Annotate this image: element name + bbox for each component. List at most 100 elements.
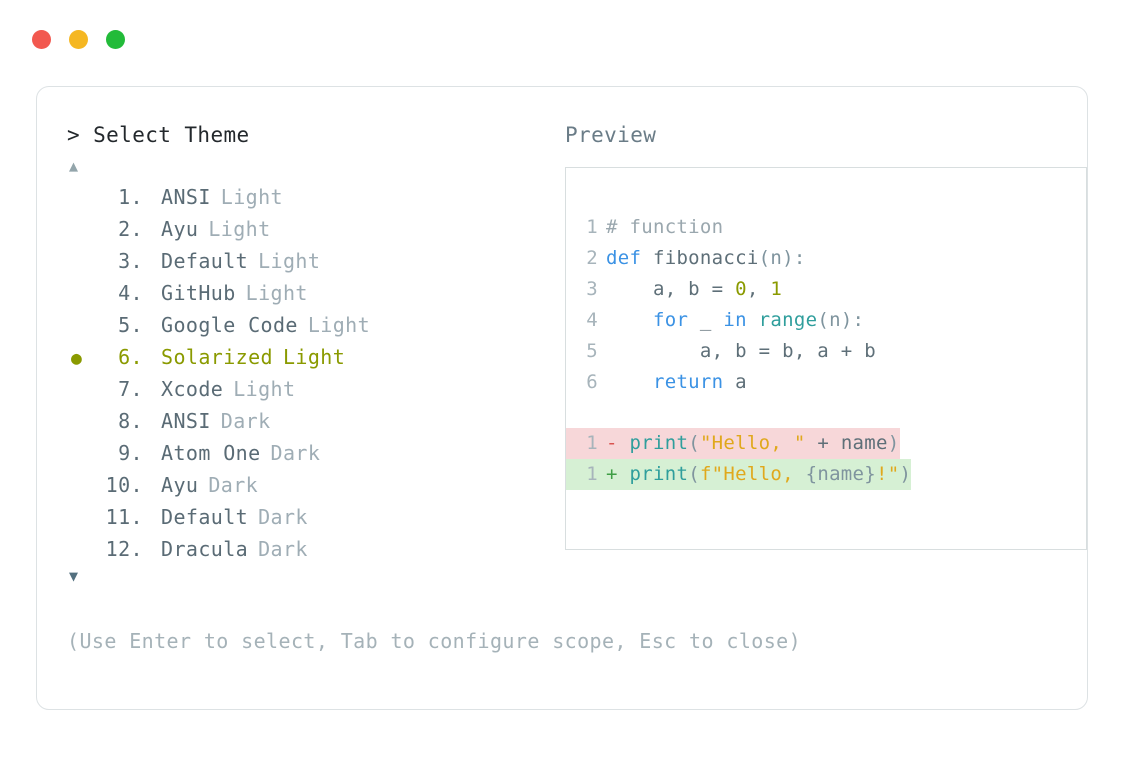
code-token: (: [688, 463, 700, 485]
code-token: a: [723, 371, 747, 393]
code-token: 1: [770, 278, 783, 300]
selected-bullet-icon: [67, 311, 97, 343]
theme-item-name: Atom One: [161, 441, 261, 465]
page-title: > Select Theme: [67, 123, 250, 147]
code-token: for: [652, 309, 689, 331]
theme-item-gap: [143, 309, 161, 341]
selected-bullet-icon: [67, 439, 97, 471]
code-token: f"Hello,: [699, 463, 806, 485]
theme-item-index: 9.: [118, 441, 143, 465]
code-token: a, b = b, a + b: [606, 340, 876, 362]
theme-item-variant: Dark: [220, 409, 271, 433]
line-number: 1: [586, 432, 598, 454]
code-token: !": [876, 463, 900, 485]
diff-sign: +: [606, 463, 630, 485]
theme-item-name: ANSI: [161, 185, 211, 209]
line-number: 6: [586, 371, 598, 393]
theme-item-name: Default: [161, 505, 249, 529]
window-titlebar: [32, 30, 125, 49]
code-token: range: [758, 309, 818, 331]
code-token: ): [899, 463, 912, 485]
theme-item-gap: [143, 437, 161, 469]
theme-item-gap: [143, 469, 161, 501]
theme-item-name: Solarized: [161, 345, 273, 369]
line-number: 2: [586, 247, 598, 269]
theme-item-variant: Light: [245, 281, 308, 305]
selected-bullet-icon: [67, 215, 97, 247]
selected-bullet-icon: [67, 535, 97, 567]
theme-item-gap: [143, 501, 161, 533]
code-token: print: [629, 432, 689, 454]
code-token: a, b =: [606, 278, 736, 300]
theme-list-item[interactable]: 12. Dracula Dark: [67, 533, 537, 565]
theme-item-name: Google Code: [161, 313, 298, 337]
theme-item-variant: Dark: [270, 441, 321, 465]
code-token: 0: [735, 278, 747, 300]
theme-item-name: Xcode: [161, 377, 224, 401]
selected-bullet-icon: [67, 279, 97, 311]
theme-item-name: Ayu: [161, 473, 199, 497]
theme-list-item[interactable]: ● 6. Solarized Light: [67, 341, 537, 373]
code-token: (n):: [758, 247, 806, 269]
selected-bullet-icon: [67, 407, 97, 439]
code-line: 4 for _ in range(n):: [566, 305, 1086, 336]
scroll-up-icon[interactable]: ▲: [69, 157, 79, 175]
theme-item-gap: [143, 373, 161, 405]
theme-item-gap: [143, 533, 161, 565]
theme-item-index: 1.: [118, 185, 143, 209]
theme-item-gap: [143, 405, 161, 437]
scroll-down-icon[interactable]: ▼: [69, 567, 79, 585]
close-window-button[interactable]: [32, 30, 51, 49]
code-line: 5 a, b = b, a + b: [566, 336, 1086, 367]
theme-item-variant: Light: [282, 345, 346, 369]
diff-row: 1- print("Hello, " + name): [566, 428, 1086, 459]
code-token: name: [840, 432, 888, 454]
theme-item-index: 6.: [118, 345, 143, 369]
minimize-window-button[interactable]: [69, 30, 88, 49]
code-line: 6 return a: [566, 367, 1086, 398]
theme-item-name: Dracula: [161, 537, 249, 561]
theme-item-variant: Light: [208, 217, 271, 241]
diff-sign: -: [606, 432, 630, 454]
line-number: 1: [586, 463, 598, 485]
theme-item-name: ANSI: [161, 409, 211, 433]
diff-row: 1+ print(f"Hello, {name}!"): [566, 459, 1086, 490]
code-token: (: [688, 432, 700, 454]
theme-item-gap: [143, 341, 161, 373]
code-token: "Hello, ": [699, 432, 806, 454]
code-token: [747, 309, 759, 331]
code-token: _: [688, 309, 724, 331]
line-number: 3: [586, 278, 598, 300]
theme-item-index: 12.: [105, 537, 143, 561]
line-number: 4: [586, 309, 598, 331]
selected-bullet-icon: [67, 471, 97, 503]
code-token: +: [805, 432, 841, 454]
diff-added-line: 1+ print(f"Hello, {name}!"): [566, 459, 912, 490]
preview-label: Preview: [565, 123, 657, 147]
theme-item-variant: Dark: [258, 537, 308, 561]
theme-item-gap: [143, 245, 161, 277]
theme-item-gap: [143, 181, 161, 213]
selected-bullet-icon: [67, 503, 97, 535]
theme-item-variant: Dark: [208, 473, 259, 497]
theme-list-item[interactable]: 9. Atom One Dark: [67, 437, 537, 469]
code-token: (n):: [817, 309, 865, 331]
code-token: # function: [606, 216, 724, 238]
selected-bullet-icon: ●: [71, 348, 83, 369]
maximize-window-button[interactable]: [106, 30, 125, 49]
